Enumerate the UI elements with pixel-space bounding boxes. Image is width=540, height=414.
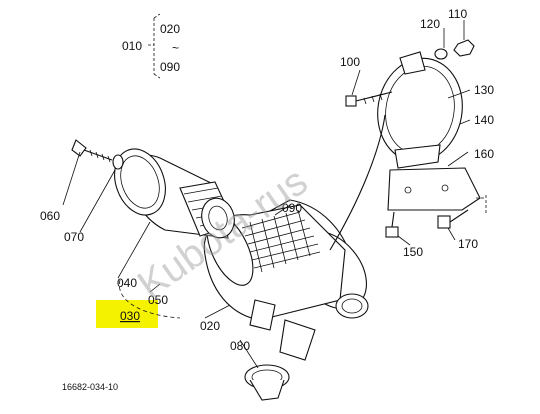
group-ref-top: 020	[160, 22, 180, 36]
evacuator-valve	[244, 364, 290, 401]
group-ref-main: 010	[122, 39, 142, 53]
washer	[112, 154, 124, 170]
label-150: 150	[403, 245, 423, 259]
bracket	[387, 167, 481, 211]
drawing-number: 16682-034-10	[62, 382, 118, 392]
label-170: 170	[458, 237, 478, 251]
group-ref: 010 020 ~ 090	[122, 13, 180, 79]
band-clamp	[377, 51, 463, 169]
highlight-box	[96, 300, 158, 328]
bolt-100	[345, 91, 393, 107]
group-ref-tilde: ~	[172, 41, 179, 55]
label-140: 140	[474, 113, 494, 127]
label-070: 070	[64, 230, 84, 244]
label-040: 040	[117, 276, 137, 290]
air-cleaner-body	[203, 199, 369, 361]
label-050: 050	[148, 293, 168, 307]
label-030: 030	[120, 309, 140, 323]
element-cylinder	[114, 148, 236, 239]
wing-bolt	[71, 139, 113, 163]
label-130: 130	[474, 83, 494, 97]
label-060: 060	[40, 209, 60, 223]
group-ref-bottom: 090	[160, 60, 180, 74]
label-090: 090	[282, 201, 302, 215]
label-100: 100	[340, 55, 360, 69]
label-020: 020	[200, 319, 220, 333]
label-120: 120	[420, 17, 440, 31]
bolt-170	[437, 209, 469, 229]
label-080: 080	[230, 339, 250, 353]
label-110: 110	[448, 7, 467, 21]
bolt-150	[385, 211, 399, 238]
washer-120	[434, 48, 448, 60]
label-160: 160	[474, 147, 494, 161]
nut-110	[453, 39, 475, 57]
